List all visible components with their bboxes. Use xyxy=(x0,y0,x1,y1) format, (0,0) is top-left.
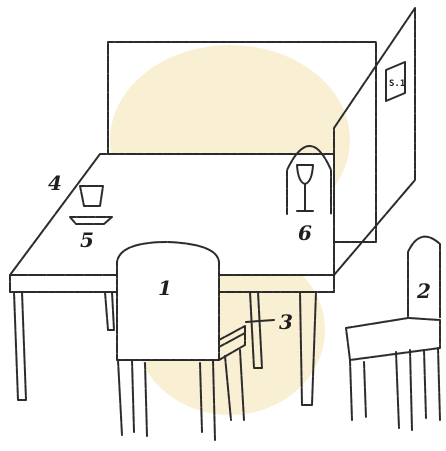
chair-1-back xyxy=(117,242,219,360)
wall-sign-text: S.1 xyxy=(389,79,405,89)
label-6: 6 xyxy=(298,221,312,245)
chair-2-legs xyxy=(350,348,440,430)
chair-2-seat xyxy=(346,318,440,360)
label-2: 2 xyxy=(416,279,431,303)
label-5: 5 xyxy=(80,228,94,252)
label-1: 1 xyxy=(158,276,172,300)
label-3: 3 xyxy=(279,310,293,334)
table-leg-front-left xyxy=(14,292,26,400)
label-4: 4 xyxy=(48,171,62,195)
table-leg-back-left xyxy=(105,292,114,330)
